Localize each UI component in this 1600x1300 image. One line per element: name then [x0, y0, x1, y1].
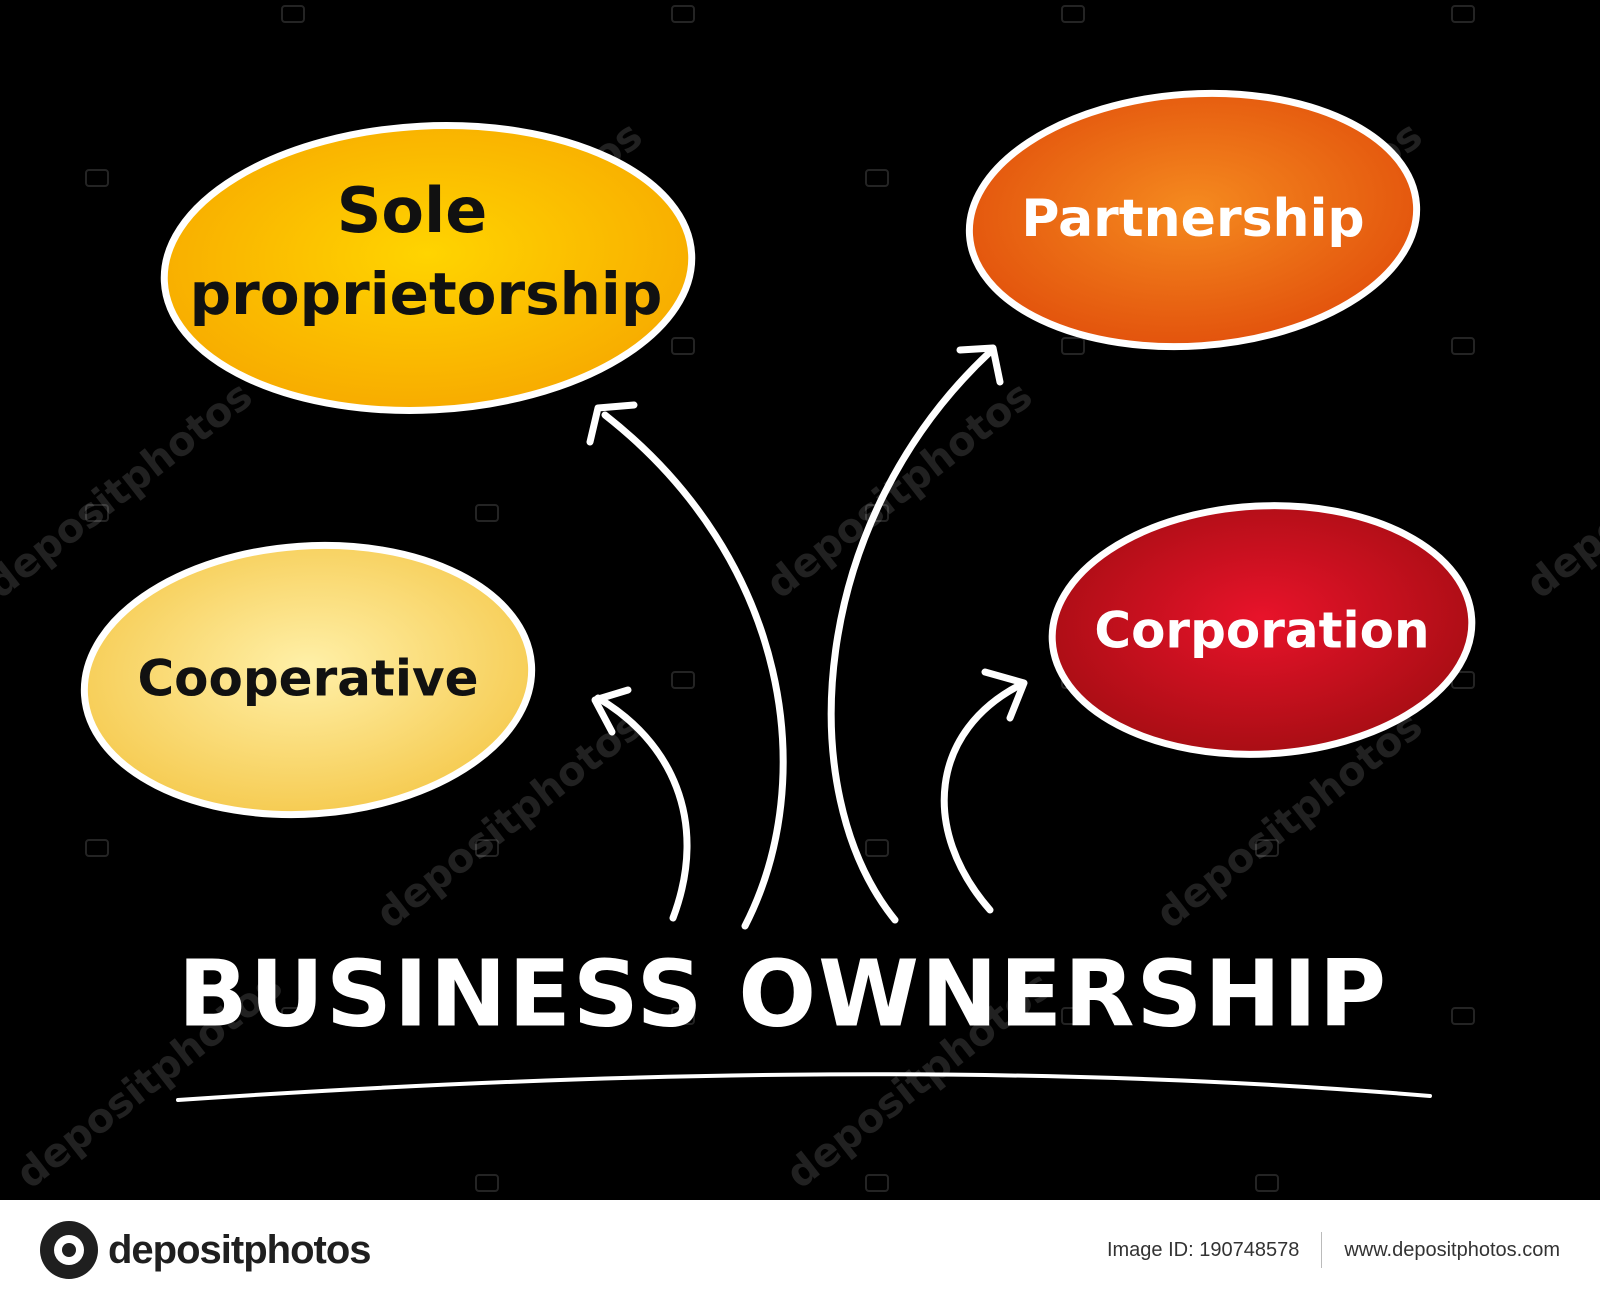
arrowhead-cooperative	[591, 686, 632, 736]
depositphotos-logo: depositphotos	[40, 1221, 372, 1279]
node-sole-proprietorship: Sole proprietorship	[160, 122, 696, 414]
watermark-footer: depositphotos Image ID: 190748578 www.de…	[0, 1200, 1600, 1300]
node-partnership: Partnership	[965, 89, 1421, 351]
node-cooperative-shape	[80, 541, 536, 819]
arrow-to-partnership	[827, 348, 994, 924]
image-id: Image ID: 190748578	[1106, 1238, 1300, 1261]
diagram-canvas: depositphotos depositphotos depositphoto…	[0, 5, 1600, 1198]
node-corporation: Corporation	[1048, 502, 1476, 758]
title-underline	[176, 1072, 1432, 1102]
watermark-text: depositphotos	[1518, 372, 1600, 607]
node-corporation-shape	[1048, 502, 1476, 758]
node-sole-proprietorship-label-line2: proprietorship	[190, 260, 663, 328]
site-url: www.depositphotos.com	[1344, 1238, 1560, 1261]
diagram-svg: depositphotos depositphotos depositphoto…	[0, 5, 1600, 1198]
watermark-text: depositphotos	[758, 372, 1041, 607]
arrowhead-partnership	[956, 344, 1004, 386]
node-sole-proprietorship-shape	[160, 122, 696, 414]
node-partnership-label: Partnership	[1021, 189, 1364, 249]
node-cooperative: Cooperative	[80, 541, 536, 819]
diagram-title: BUSINESS OWNERSHIP	[178, 940, 1388, 1047]
node-sole-proprietorship-label-line1: Sole	[337, 174, 488, 247]
arrow-to-corporation	[940, 680, 1026, 914]
image-meta: Image ID: 190748578 www.depositphotos.co…	[1107, 1232, 1560, 1268]
node-partnership-shape	[965, 89, 1421, 351]
arrow-to-sole-proprietorship	[601, 411, 787, 930]
node-corporation-label: Corporation	[1094, 602, 1429, 660]
arrowhead-sole-proprietorship	[586, 401, 638, 446]
brand-name: depositphotos	[108, 1227, 372, 1272]
arrows-group	[586, 344, 1028, 930]
arrowhead-corporation	[981, 668, 1028, 722]
divider	[1321, 1232, 1323, 1268]
camera-icon	[40, 1221, 98, 1279]
node-cooperative-label: Cooperative	[137, 650, 478, 708]
arrow-to-cooperative	[594, 694, 691, 922]
